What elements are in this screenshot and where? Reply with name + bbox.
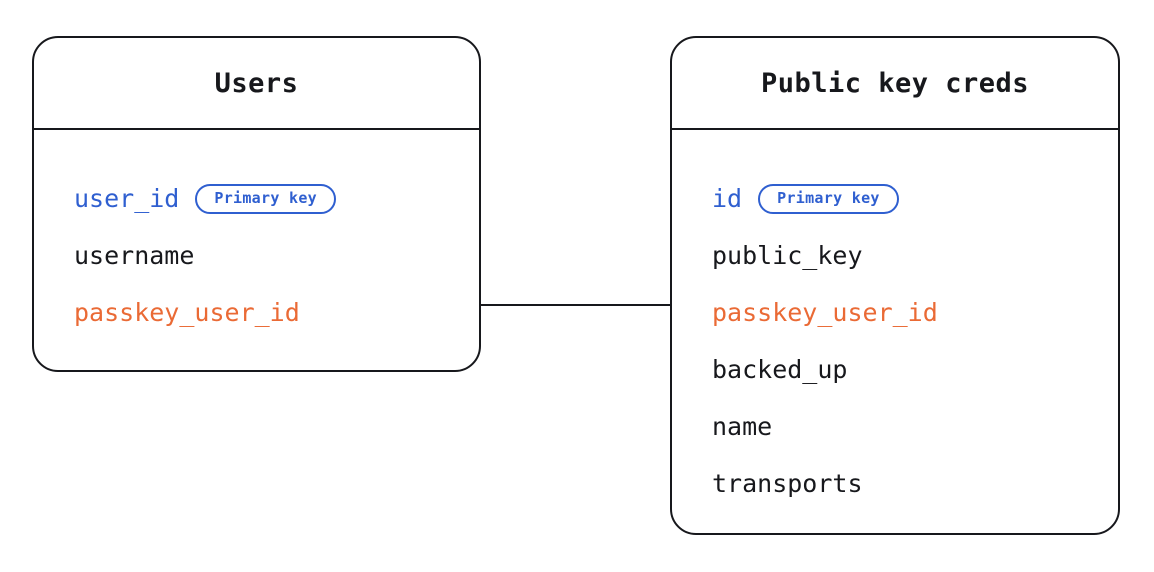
entity-header-users: Users <box>34 38 479 130</box>
field-row-passkey-user-id[interactable]: passkey_user_id <box>74 284 479 341</box>
field-name-passkey-user-id: passkey_user_id <box>74 298 300 327</box>
field-row-id[interactable]: id Primary key <box>712 170 1118 227</box>
entity-field-list-public-key-creds: id Primary key public_key passkey_user_i… <box>672 130 1118 533</box>
field-name-public-key: public_key <box>712 241 863 270</box>
field-row-public-key[interactable]: public_key <box>712 227 1118 284</box>
field-name-backed-up: backed_up <box>712 355 848 384</box>
field-name-passkey-user-id: passkey_user_id <box>712 298 938 327</box>
primary-key-badge: Primary key <box>195 183 336 214</box>
field-name-name: name <box>712 412 773 441</box>
field-name-user-id: user_id <box>74 184 180 213</box>
field-row-backed-up[interactable]: backed_up <box>712 341 1118 398</box>
field-name-username: username <box>74 241 195 270</box>
primary-key-badge: Primary key <box>758 183 899 214</box>
field-row-passkey-user-id[interactable]: passkey_user_id <box>712 284 1118 341</box>
entity-box-users[interactable]: Users user_id Primary key username passk… <box>32 36 481 372</box>
field-row-username[interactable]: username <box>74 227 479 284</box>
entity-box-public-key-creds[interactable]: Public key creds id Primary key public_k… <box>670 36 1120 535</box>
entity-title-users: Users <box>214 67 299 99</box>
entity-header-public-key-creds: Public key creds <box>672 38 1118 130</box>
field-row-transports[interactable]: transports <box>712 455 1118 512</box>
entity-title-public-key-creds: Public key creds <box>760 67 1030 99</box>
field-row-name[interactable]: name <box>712 398 1118 455</box>
field-row-user-id[interactable]: user_id Primary key <box>74 170 479 227</box>
field-name-transports: transports <box>712 469 863 498</box>
field-name-id: id <box>712 184 743 213</box>
entity-field-list-users: user_id Primary key username passkey_use… <box>34 130 479 370</box>
